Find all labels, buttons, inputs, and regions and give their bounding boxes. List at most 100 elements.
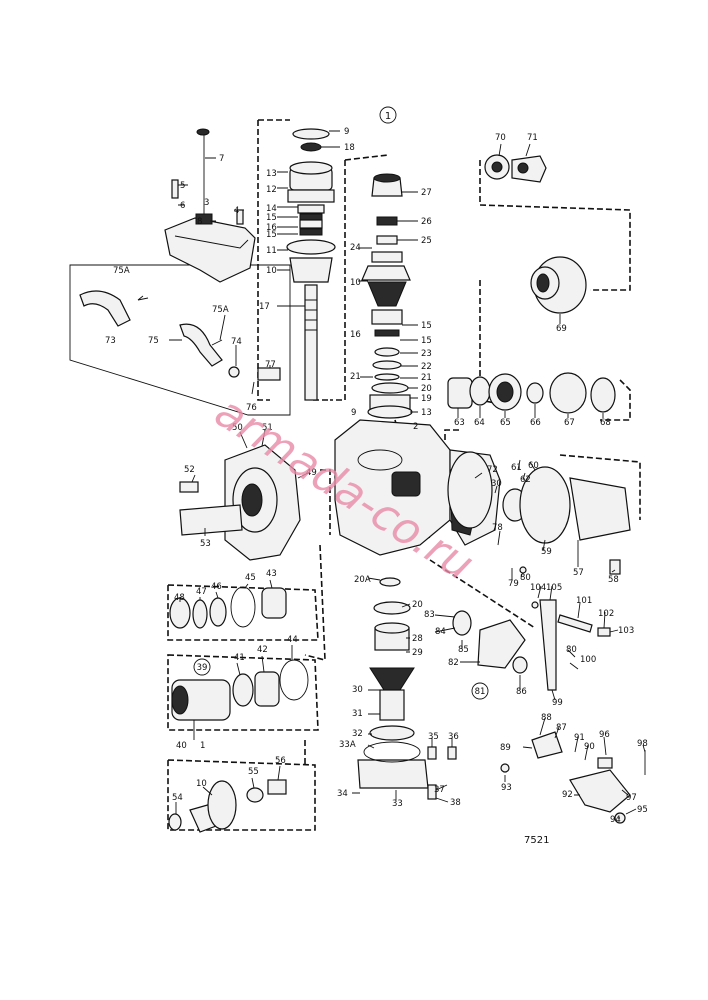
callout-label: 79 bbox=[508, 579, 519, 589]
callout-label: 83 bbox=[424, 610, 435, 620]
callout-label: 80 bbox=[520, 573, 531, 583]
callout-label: 35 bbox=[428, 732, 439, 742]
hose-group bbox=[79, 290, 281, 381]
callout-label: 19 bbox=[421, 394, 432, 404]
callout-label: 91 bbox=[574, 733, 585, 743]
callout-label: 64 bbox=[474, 418, 485, 428]
callout-label: 13 bbox=[266, 169, 277, 179]
callout-label: 40 bbox=[176, 741, 187, 751]
callout-label: 16 bbox=[350, 330, 361, 340]
callout-label: 62 bbox=[520, 475, 531, 485]
callout-label: 44 bbox=[287, 635, 298, 645]
callout-label: 104 bbox=[530, 583, 546, 593]
callout-label: 15 bbox=[421, 321, 432, 331]
callout-label: 36 bbox=[448, 732, 459, 742]
callout-label: 68 bbox=[600, 418, 611, 428]
callout-label: 21 bbox=[350, 372, 361, 382]
callout-label: 52 bbox=[184, 465, 195, 475]
callout-label: 98 bbox=[637, 739, 648, 749]
callout-label: 105 bbox=[546, 583, 562, 593]
callout-label: 96 bbox=[599, 730, 610, 740]
callout-label: 87 bbox=[556, 723, 567, 733]
callout-label: 70 bbox=[495, 133, 506, 143]
callout-label: 85 bbox=[458, 645, 469, 655]
hose-group-panel bbox=[69, 264, 291, 416]
callout-label: 41 bbox=[234, 653, 245, 663]
callout-label: 61 bbox=[511, 463, 522, 473]
callout-label: 84 bbox=[435, 627, 446, 637]
callout-label: 18 bbox=[344, 143, 355, 153]
flange-group bbox=[484, 154, 587, 314]
callout-label: 20A bbox=[354, 575, 371, 585]
cover-assembly bbox=[164, 128, 256, 283]
callout-label: 6 bbox=[180, 201, 185, 211]
view-marker-circle bbox=[379, 106, 397, 124]
callout-label: 20 bbox=[412, 600, 423, 610]
callout-label: 99 bbox=[552, 698, 563, 708]
callout-label: 9 bbox=[351, 408, 356, 418]
callout-label: 25 bbox=[421, 236, 432, 246]
callout-label: 89 bbox=[500, 743, 511, 753]
left-flange bbox=[179, 444, 301, 561]
callout-label: 50 bbox=[232, 423, 243, 433]
callout-label: 59 bbox=[541, 547, 552, 557]
callout-label: 10 bbox=[350, 278, 361, 288]
callout-label: 97 bbox=[626, 793, 637, 803]
callout-label: 13 bbox=[421, 408, 432, 418]
callout-label: 12 bbox=[266, 185, 277, 195]
callout-label: 14 bbox=[266, 204, 277, 214]
callout-label: 58 bbox=[608, 575, 619, 585]
callout-label: 32 bbox=[352, 729, 363, 739]
callout-label: 28 bbox=[412, 634, 423, 644]
callout-label: 103 bbox=[618, 626, 634, 636]
callout-label: 56 bbox=[275, 756, 286, 766]
callout-label: 75A bbox=[212, 305, 229, 315]
callout-label: 78 bbox=[492, 523, 503, 533]
callout-label: 75 bbox=[148, 336, 159, 346]
linkage-group bbox=[452, 599, 611, 691]
circled-callouts: 1 39 81 bbox=[193, 106, 489, 700]
callout-label: 10 bbox=[266, 266, 277, 276]
callout-label: 69 bbox=[556, 324, 567, 334]
callout-label: 86 bbox=[516, 687, 527, 697]
callout-label: 65 bbox=[500, 418, 511, 428]
callout-label: 29 bbox=[412, 648, 423, 658]
seal-set-upper bbox=[169, 586, 287, 629]
callout-label: 67 bbox=[564, 418, 575, 428]
callout-label: 30 bbox=[491, 479, 502, 489]
gear-set-bottom bbox=[168, 779, 287, 833]
callout-label: 27 bbox=[421, 188, 432, 198]
callout-label: 60 bbox=[528, 461, 539, 471]
callout-label: 45 bbox=[245, 573, 256, 583]
callout-label: 94 bbox=[610, 815, 621, 825]
callout-label: 93 bbox=[501, 783, 512, 793]
callout-label: 54 bbox=[172, 793, 183, 803]
callout-label: 101 bbox=[576, 596, 592, 606]
view-marker-label: 1 bbox=[385, 111, 391, 122]
callout-label: 46 bbox=[211, 582, 222, 592]
bottom-stack bbox=[357, 577, 457, 800]
callout-label: 73 bbox=[105, 336, 116, 346]
callout-label: 37 bbox=[434, 785, 445, 795]
callout-label: 15 bbox=[266, 213, 277, 223]
callout-label: 47 bbox=[196, 587, 207, 597]
callout-label: 53 bbox=[200, 539, 211, 549]
callout-label: 66 bbox=[530, 418, 541, 428]
bearing-row bbox=[447, 372, 616, 414]
callout-label: 21 bbox=[421, 373, 432, 383]
callout-label: 17 bbox=[259, 302, 270, 312]
center-pinion-stack bbox=[361, 173, 413, 419]
callout-label: 63 bbox=[454, 418, 465, 428]
callout-label: 92 bbox=[562, 790, 573, 800]
leader-lines bbox=[137, 130, 646, 819]
callout-label: 72 bbox=[487, 465, 498, 475]
right-assembly bbox=[447, 451, 631, 575]
callout-label: 55 bbox=[248, 767, 259, 777]
callout-label: 10 bbox=[196, 779, 207, 789]
callout-label: 24 bbox=[350, 243, 361, 253]
callout-label: 77 bbox=[265, 360, 276, 370]
callout-label: 71 bbox=[527, 133, 538, 143]
